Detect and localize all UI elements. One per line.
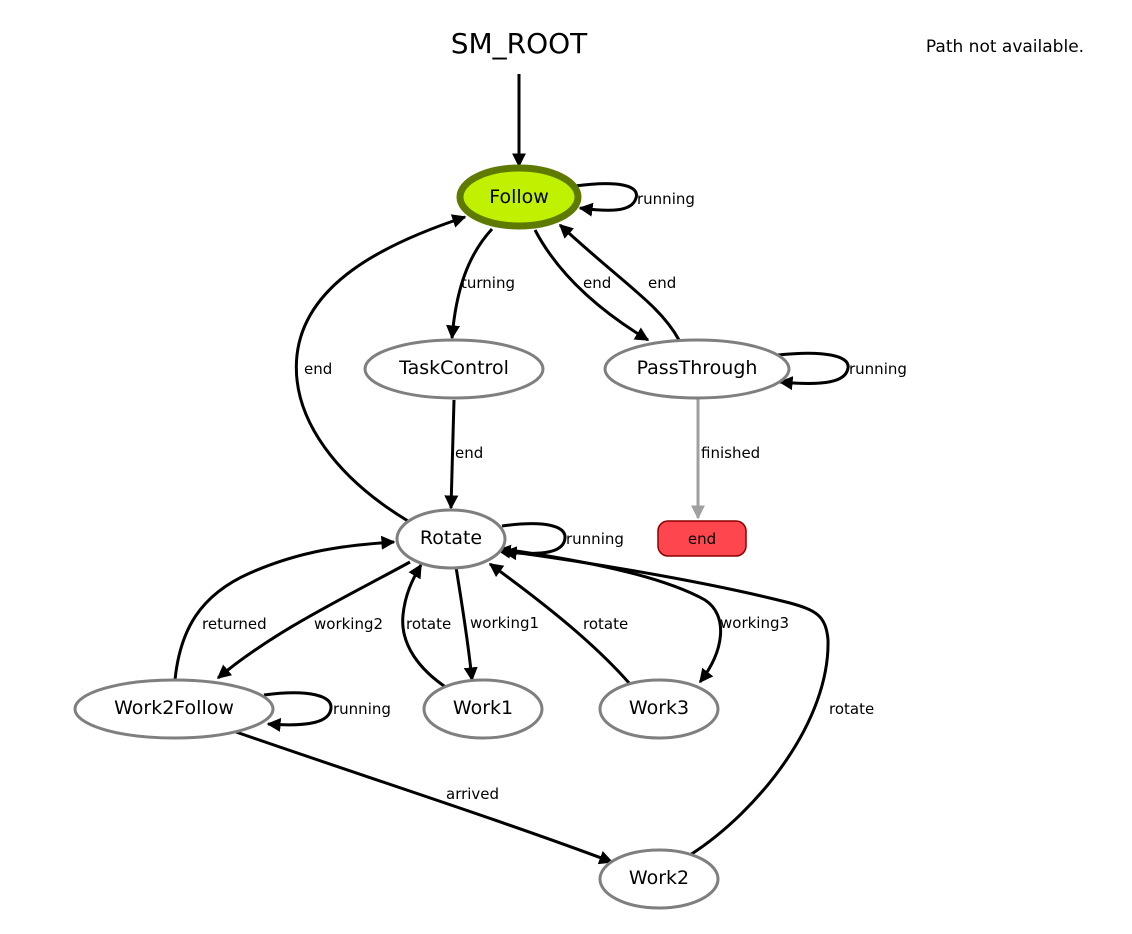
state-node-work3[interactable]: Work3 — [598, 678, 720, 740]
edge-label: running — [333, 700, 391, 718]
node-label: end — [688, 530, 716, 548]
state-node-follow[interactable]: Follow — [456, 164, 582, 230]
edge-rotate-end-follow — [294, 214, 467, 523]
edge-label: rotate — [406, 615, 451, 633]
edge-follow-turning — [446, 227, 494, 340]
edge-label: running — [849, 360, 907, 378]
edge-work2follow-arrived — [235, 730, 614, 865]
node-label: TaskControl — [398, 357, 509, 379]
node-label: Rotate — [420, 527, 482, 549]
edge-label: running — [566, 530, 624, 548]
edge-taskcontrol-end — [444, 399, 459, 510]
edge-follow-end-passthrough — [533, 229, 650, 342]
path-status-text: Path not available. — [926, 37, 1084, 57]
node-label: Follow — [489, 186, 549, 208]
edge-label: end — [583, 274, 611, 292]
edge-work2follow-returned — [173, 535, 396, 681]
graph-title: SM_ROOT — [451, 27, 588, 60]
edge-work1-rotate — [401, 563, 448, 690]
edge-label: end — [648, 274, 676, 292]
state-node-work1[interactable]: Work1 — [422, 678, 544, 740]
edge-follow-running — [574, 182, 638, 217]
edge-label: end — [304, 360, 332, 378]
state-node-work2[interactable]: Work2 — [598, 848, 720, 910]
state-node-taskcontrol[interactable]: TaskControl — [363, 338, 545, 400]
node-label: PassThrough — [637, 357, 758, 379]
state-node-passthrough[interactable]: PassThrough — [603, 338, 791, 400]
outcome-node-end[interactable]: end — [657, 520, 747, 557]
state-node-work2follow[interactable]: Work2Follow — [73, 678, 275, 740]
edge-passthrough-running — [777, 351, 850, 391]
edge-passthrough-end-follow — [558, 223, 681, 341]
state-node-rotate[interactable]: Rotate — [395, 508, 507, 570]
edge-work2follow-running — [263, 691, 333, 732]
edge-label: working1 — [470, 614, 539, 632]
edge-label: end — [455, 444, 483, 462]
node-label: Work1 — [453, 697, 513, 719]
edge-label: rotate — [829, 700, 874, 718]
edge-label: rotate — [583, 615, 628, 633]
edge-rotate-working2 — [216, 560, 411, 680]
edge-work3-rotate — [488, 562, 632, 685]
edge-label: running — [637, 190, 695, 208]
edge-label: working3 — [720, 614, 789, 632]
edge-rotate-working1 — [454, 566, 478, 682]
edge-label: returned — [202, 615, 267, 633]
edge-label: arrived — [446, 785, 499, 803]
node-label: Work2Follow — [114, 697, 234, 719]
edge-label: turning — [461, 274, 515, 292]
node-label: Work2 — [629, 867, 689, 889]
edge-work2-rotate — [496, 544, 830, 857]
edge-label: finished — [701, 444, 760, 462]
edge-label: working2 — [314, 615, 383, 633]
node-label: Work3 — [629, 697, 689, 719]
